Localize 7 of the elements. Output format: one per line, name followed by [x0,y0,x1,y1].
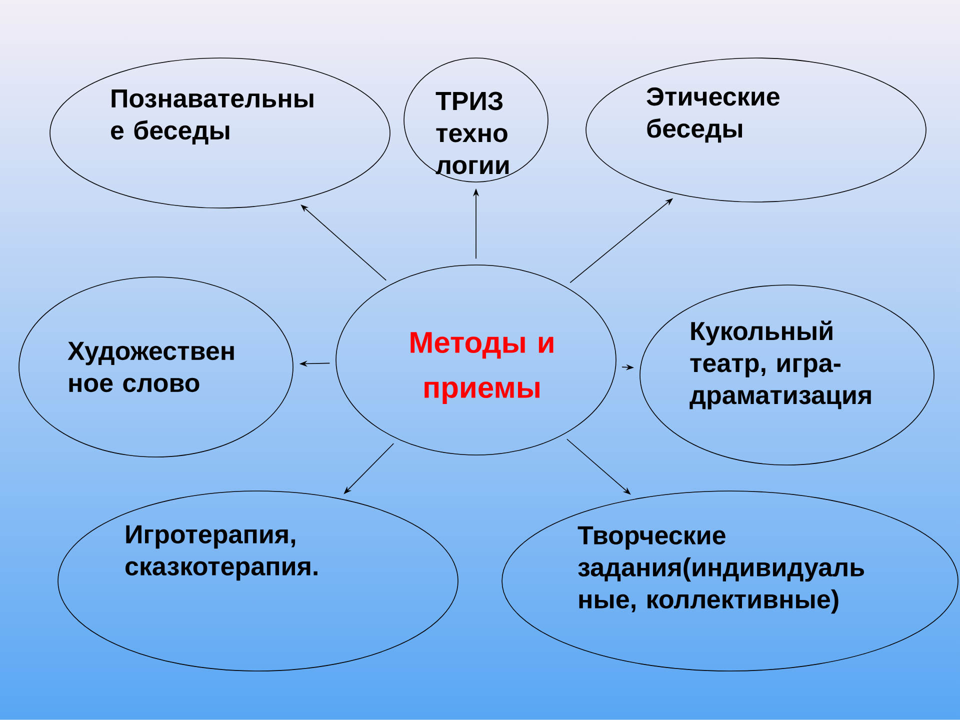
ellipse-node: Творческие задания(индивидуаль ные, коллективные) [502,490,958,672]
ellipse-node: Игротерапия, сказкотерапия. [58,490,458,672]
ellipse-node: ТРИЗ техно логии [404,58,548,182]
ellipse-node: Художествен ное слово [18,276,294,458]
ellipse-node: Познавательны е беседы [50,58,390,208]
ellipse-node: Этические беседы [586,58,926,202]
ellipse-node: Кукольный театр, игра- драматизация [640,284,934,466]
